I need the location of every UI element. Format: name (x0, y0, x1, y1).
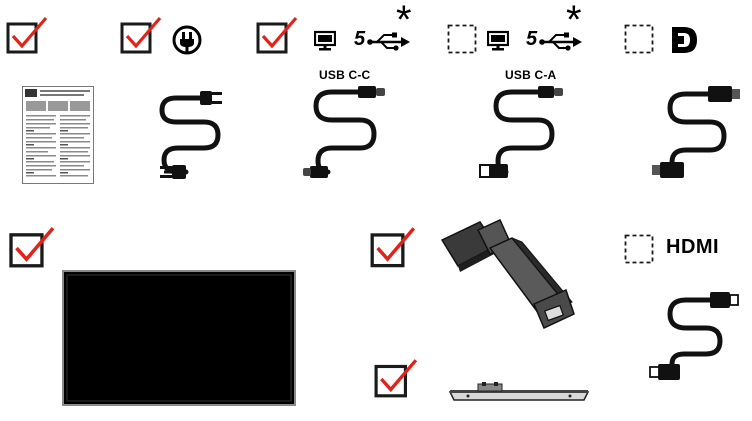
monitor-panel (62, 270, 296, 406)
usb-c-a-cable (478, 82, 568, 180)
monitor-icon (314, 30, 336, 52)
power-cord (150, 78, 230, 186)
checkbox-checked-icon (374, 358, 418, 398)
stand-arm (438, 218, 576, 334)
checkbox-checked-icon (6, 16, 48, 54)
checkbox-checked-icon (8, 226, 56, 268)
displayport-cable (650, 82, 742, 180)
displayport-icon (670, 24, 700, 56)
checkbox-empty-icon (624, 234, 654, 264)
checkbox-empty-icon (447, 24, 477, 54)
usb-c-a-label: USB C-A (505, 68, 557, 82)
usb-power-number: 5 (354, 28, 366, 50)
usb-power-number: 5 (526, 28, 538, 50)
usb-c-c-label: USB C-C (319, 68, 371, 82)
asterisk-icon: * (566, 0, 582, 42)
checkbox-checked-icon (370, 226, 416, 268)
power-plug-icon (171, 24, 203, 56)
usb-c-c-cable (302, 82, 392, 180)
monitor-icon (487, 30, 509, 52)
asterisk-icon: * (396, 0, 412, 42)
checkbox-empty-icon (624, 24, 654, 54)
stand-base (448, 380, 590, 404)
hdmi-cable (646, 290, 740, 382)
hdmi-label: HDMI (666, 236, 720, 258)
checkbox-checked-icon (120, 16, 162, 54)
checkbox-checked-icon (256, 16, 298, 54)
quick-setup-guide (22, 86, 94, 184)
